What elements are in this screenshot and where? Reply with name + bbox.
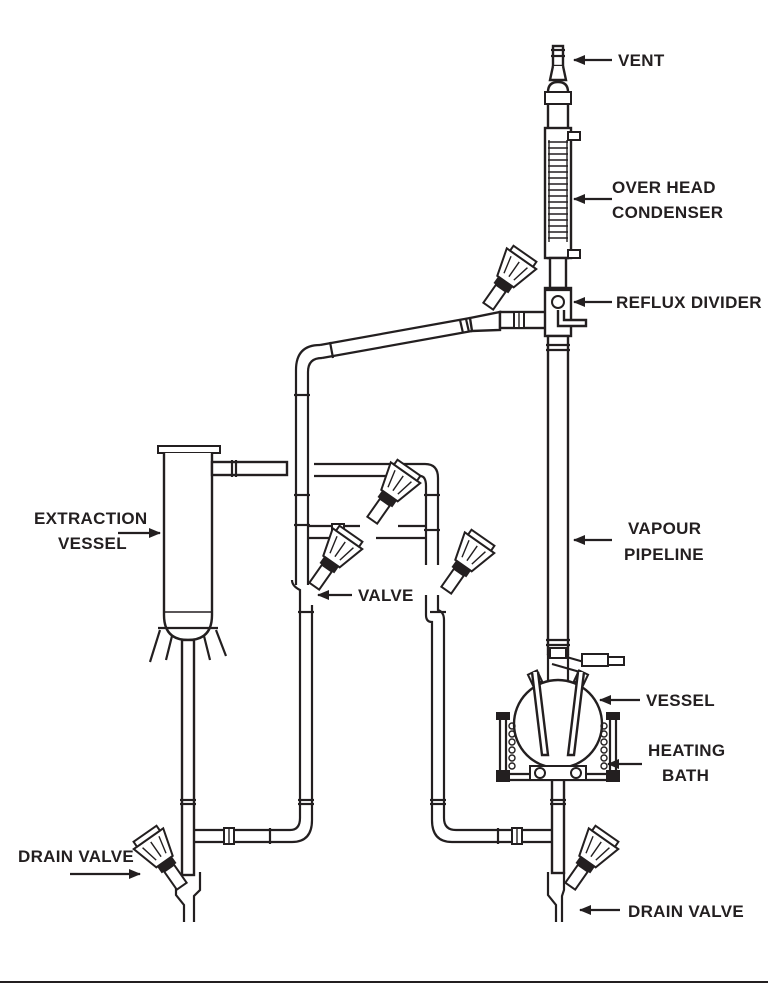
label-reflux-divider: REFLUX DIVIDER bbox=[616, 293, 762, 312]
label-vapour-1: VAPOUR bbox=[628, 519, 701, 538]
label-drain-valve-right: DRAIN VALVE bbox=[628, 902, 744, 921]
label-extraction-2: VESSEL bbox=[58, 534, 127, 553]
extraction-drain-pipe bbox=[174, 638, 202, 922]
label-vapour-2: PIPELINE bbox=[624, 545, 704, 564]
label-vent: VENT bbox=[618, 51, 665, 70]
label-valve: VALVE bbox=[358, 586, 414, 605]
label-heating-2: BATH bbox=[662, 766, 709, 785]
leader-arrows bbox=[70, 55, 642, 915]
extraction-vessel bbox=[148, 445, 289, 663]
vapour-column bbox=[543, 44, 625, 674]
valve-bridge[interactable] bbox=[358, 457, 424, 530]
valve-top[interactable] bbox=[474, 243, 540, 316]
label-overhead-2: CONDENSER bbox=[612, 203, 723, 222]
heating-bath bbox=[496, 712, 620, 782]
drain-valve-left-body[interactable] bbox=[130, 823, 196, 896]
pipe-network bbox=[194, 310, 554, 845]
drain-valve-right-body[interactable] bbox=[556, 823, 622, 896]
label-drain-valve-left: DRAIN VALVE bbox=[18, 847, 134, 866]
label-vessel: VESSEL bbox=[646, 691, 715, 710]
reaction-vessel bbox=[512, 654, 604, 922]
label-extraction-1: EXTRACTION bbox=[34, 509, 148, 528]
condenser-coil bbox=[548, 140, 568, 242]
labels: VENT OVER HEAD CONDENSER REFLUX DIVIDER … bbox=[18, 51, 762, 921]
label-overhead-1: OVER HEAD bbox=[612, 178, 716, 197]
valve-left-riser[interactable] bbox=[300, 523, 366, 596]
label-heating-1: HEATING bbox=[648, 741, 725, 760]
valve-right-riser[interactable] bbox=[432, 527, 498, 600]
